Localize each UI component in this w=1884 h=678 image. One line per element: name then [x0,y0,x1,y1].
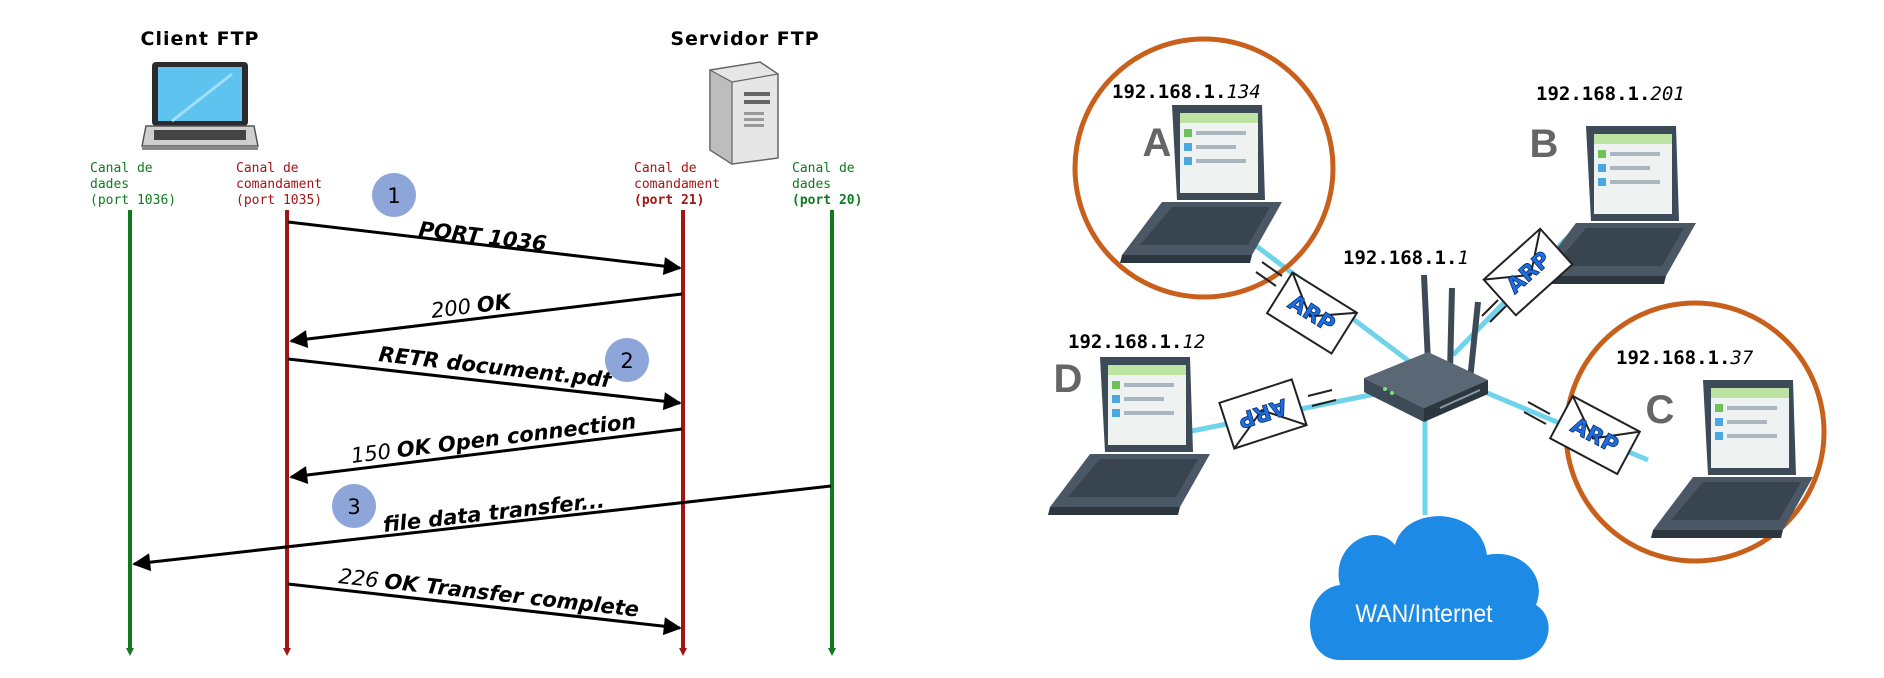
lane-label-client-command: Canal de comandament (port 1035) [236,161,322,208]
client-title: Client FTP [141,28,260,50]
ip-label-host-b: 192.168.1.201 [1536,83,1685,105]
message-port: PORT 1036 [417,217,547,256]
host-letter-c: C [1646,388,1675,432]
laptop-host-c-icon [1651,380,1813,538]
svg-text:(port 1036): (port 1036) [90,193,176,208]
arrow-port [287,220,682,276]
ip-label-host-d: 192.168.1.12 [1068,331,1205,353]
lane-label-server-command: Canal de comandament (port 21) [634,161,720,208]
server-title: Servidor FTP [670,28,819,50]
svg-text:(port 1035): (port 1035) [236,193,322,208]
arp-motion-lines-b [1481,299,1507,323]
svg-text:3: 3 [347,495,360,519]
host-letter-a: A [1143,121,1172,165]
ip-label-host-a: 192.168.1.134 [1112,81,1261,103]
arp-network-diagram: WAN/Internet A B C D 192.168.1.134 [1048,36,1827,660]
client-laptop-icon [141,62,259,150]
step-marker-2: 2 [605,338,649,382]
svg-text:(port 21): (port 21) [634,193,704,208]
lane-label-client-data: Canal de dades (port 1036) [90,161,176,208]
message-retr: RETR document.pdf [377,342,615,393]
svg-text:dades: dades [90,177,129,192]
arp-motion-lines-a [1255,261,1283,287]
router-icon [1364,274,1488,422]
arp-motion-lines-c [1523,401,1551,425]
arrow-226-ok [287,582,682,636]
arp-envelope-a: ARP [1266,271,1358,355]
wan-cloud: WAN/Internet [1310,516,1549,660]
arrow-file-transfer [132,484,832,572]
host-letter-b: B [1530,122,1559,166]
svg-text:1: 1 [387,184,400,208]
arp-motion-lines-d [1307,389,1337,407]
message-file-transfer: file data transfer... [382,488,606,537]
highlight-circle-host-a [1072,36,1336,300]
arrow-200-ok [289,292,683,349]
ip-label-router: 192.168.1.1 [1343,247,1469,269]
svg-text:(port 20): (port 20) [792,193,862,208]
svg-text:comandament: comandament [236,177,322,192]
svg-text:Canal de: Canal de [236,161,299,176]
server-icon [709,61,779,166]
lane-label-server-data: Canal de dades (port 20) [792,161,862,208]
svg-text:Canal de: Canal de [90,161,153,176]
cloud-label: WAN/Internet [1355,600,1492,628]
svg-text:comandament: comandament [634,177,720,192]
svg-text:2: 2 [620,349,633,373]
arp-envelope-d: ARP [1218,378,1308,450]
arrow-150-ok [289,427,683,484]
arrow-retr [287,357,682,411]
ftp-sequence-diagram: Client FTP Servidor FTP Canal de dades [90,28,862,656]
svg-text:dades: dades [792,177,831,192]
svg-text:Canal de: Canal de [792,161,855,176]
ip-label-host-c: 192.168.1.37 [1616,347,1754,369]
step-marker-3: 3 [332,484,376,528]
step-marker-1: 1 [372,173,416,217]
svg-text:Canal de: Canal de [634,161,697,176]
host-letter-d: D [1054,357,1083,401]
arp-envelope-c: ARP [1549,394,1641,476]
